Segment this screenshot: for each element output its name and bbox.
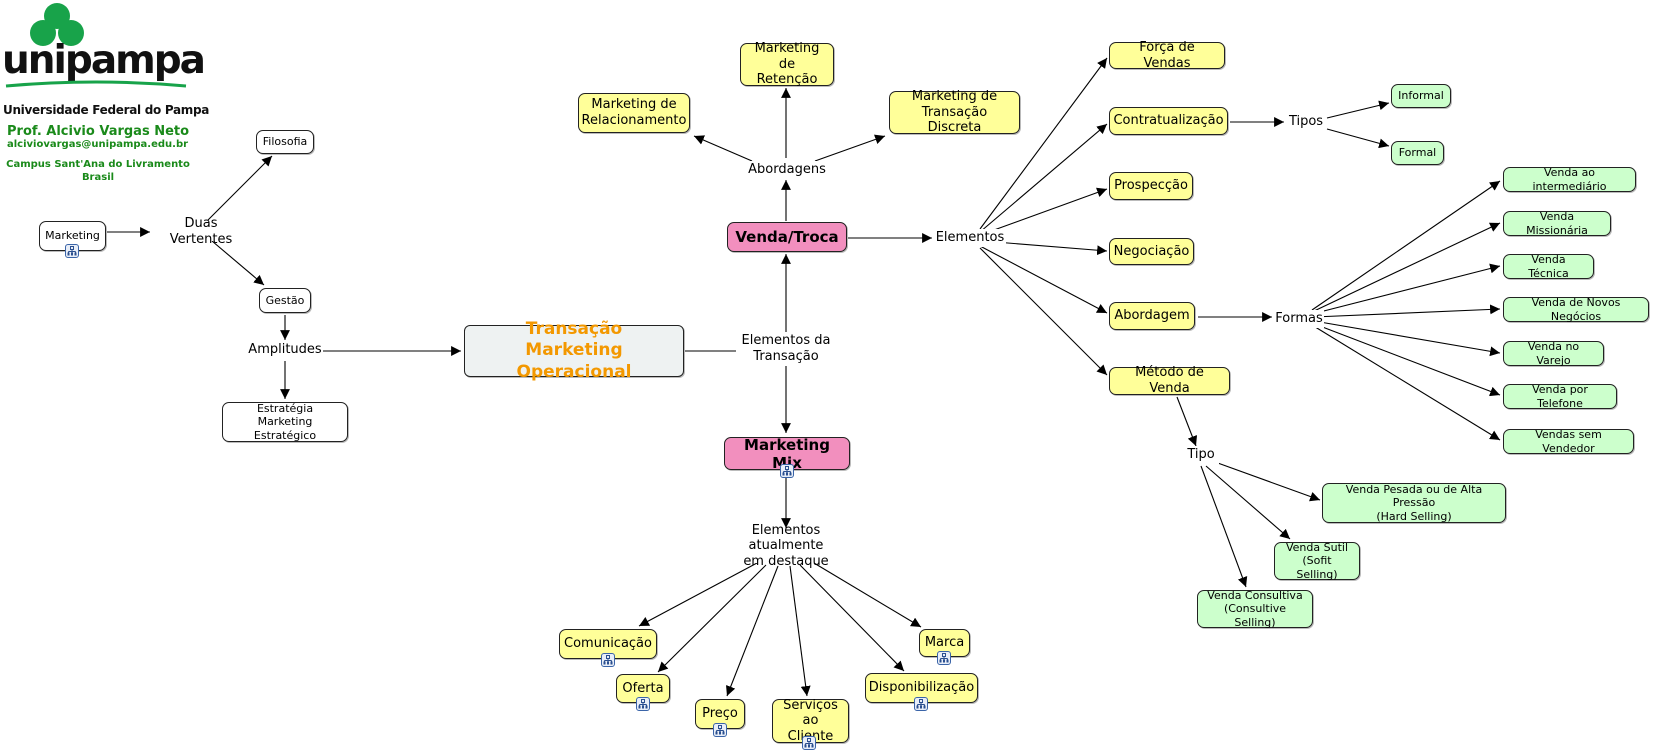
hierarchy-icon bbox=[715, 725, 725, 735]
node-venda-tecnica[interactable]: Venda Técnica bbox=[1503, 253, 1594, 280]
campus-info: Campus Sant'Ana do Livramento Brasil bbox=[0, 159, 196, 184]
node-venda-novos-negocios-label: Venda de Novos Negócios bbox=[1531, 296, 1621, 323]
node-mkt-relacionamento[interactable]: Marketing de Relacionamento bbox=[578, 93, 690, 133]
clover-logo-icon bbox=[30, 3, 84, 46]
hierarchy-icon bbox=[782, 466, 792, 476]
node-mkt-retencao[interactable]: Marketing de Retenção bbox=[740, 41, 834, 88]
campus-name: Campus Sant'Ana do Livramento bbox=[6, 159, 190, 170]
node-contratualizacao-label: Contratualização bbox=[1113, 113, 1224, 129]
node-venda-intermediario-label: Venda ao intermediário bbox=[1532, 166, 1607, 193]
node-disponibilizacao-label: Disponibilização bbox=[868, 680, 975, 696]
node-mkt-transacao-discreta-label: Marketing de Transação Discreta bbox=[911, 89, 998, 136]
node-venda-missionaria-label: Venda Missionária bbox=[1526, 210, 1588, 237]
node-venda-missionaria[interactable]: Venda Missionária bbox=[1503, 210, 1611, 237]
node-venda-consultiva[interactable]: Venda Consultiva (Consultive Selling) bbox=[1197, 589, 1313, 629]
logo-wordmark: unipampa bbox=[2, 38, 206, 83]
node-abordagens: Abordagens bbox=[745, 161, 829, 179]
node-informal[interactable]: Informal bbox=[1391, 84, 1451, 108]
hierarchy-icon bbox=[939, 653, 949, 663]
hierarchy-icon bbox=[638, 699, 648, 709]
node-tipos: Tipos bbox=[1286, 113, 1326, 131]
node-duas-vertentes: Duas Vertentes bbox=[152, 216, 250, 247]
node-abordagem[interactable]: Abordagem bbox=[1109, 302, 1195, 330]
node-venda-telefone-label: Venda por Telefone bbox=[1532, 383, 1588, 410]
node-filosofia-label: Filosofia bbox=[262, 135, 308, 149]
node-prospeccao[interactable]: Prospecção bbox=[1109, 172, 1193, 200]
hierarchy-icon bbox=[603, 655, 613, 665]
node-central-transacao[interactable]: Transação Marketing Operacional bbox=[464, 319, 684, 382]
node-venda-intermediario[interactable]: Venda ao intermediário bbox=[1503, 166, 1636, 193]
node-mkt-retencao-label: Marketing de Retenção bbox=[754, 41, 820, 88]
node-estrategia-label: Estratégia Marketing Estratégico bbox=[253, 402, 317, 442]
submap-icon[interactable] bbox=[65, 244, 79, 258]
node-tipo: Tipo bbox=[1183, 446, 1219, 464]
node-venda-troca[interactable]: Venda/Troca bbox=[727, 222, 847, 252]
node-metodo-venda[interactable]: Método de Venda bbox=[1109, 365, 1230, 396]
node-venda-troca-label: Venda/Troca bbox=[735, 228, 839, 246]
submap-icon[interactable] bbox=[601, 653, 615, 667]
node-oferta[interactable]: Oferta bbox=[616, 674, 670, 703]
hierarchy-icon bbox=[916, 699, 926, 709]
node-gestao-label: Gestão bbox=[265, 293, 305, 307]
node-gestao[interactable]: Gestão bbox=[259, 288, 311, 313]
node-formal-label: Formal bbox=[1398, 146, 1437, 160]
university-name: Universidade Federal do Pampa bbox=[3, 103, 210, 117]
node-venda-varejo-label: Venda no Varejo bbox=[1527, 340, 1580, 367]
node-venda-novos-negocios[interactable]: Venda de Novos Negócios bbox=[1503, 296, 1649, 323]
node-venda-consultiva-label: Venda Consultiva (Consultive Selling) bbox=[1207, 589, 1303, 629]
logo-swoosh-icon bbox=[5, 80, 187, 88]
hierarchy-icon bbox=[804, 738, 814, 748]
node-informal-label: Informal bbox=[1398, 89, 1444, 103]
node-marketing-mix-label: Marketing Mix bbox=[744, 435, 830, 472]
node-forca-vendas[interactable]: Força de Vendas bbox=[1109, 39, 1225, 71]
node-prospeccao-label: Prospecção bbox=[1114, 178, 1188, 194]
campus-country: Brasil bbox=[81, 171, 115, 183]
node-filosofia[interactable]: Filosofia bbox=[256, 130, 314, 154]
hierarchy-icon bbox=[67, 246, 77, 256]
node-marca-label: Marca bbox=[924, 635, 965, 651]
node-mkt-relacionamento-label: Marketing de Relacionamento bbox=[581, 97, 687, 128]
node-venda-telefone[interactable]: Venda por Telefone bbox=[1503, 383, 1617, 410]
node-estrategia[interactable]: Estratégia Marketing Estratégico bbox=[222, 402, 348, 442]
node-comunicacao-label: Comunicação bbox=[564, 636, 652, 652]
node-elementos-destaque: Elementos atualmente em destaque bbox=[712, 523, 860, 569]
submap-icon[interactable] bbox=[937, 651, 951, 665]
node-formal[interactable]: Formal bbox=[1391, 141, 1444, 165]
node-venda-pesada-label: Venda Pesada ou de Alta Pressão (Hard Se… bbox=[1345, 483, 1483, 523]
node-amplitudes: Amplitudes bbox=[247, 341, 323, 359]
node-central-label: Transação Marketing Operacional bbox=[516, 319, 632, 382]
professor-email[interactable]: alciviovargas@unipampa.edu.br bbox=[7, 139, 189, 150]
node-formas: Formas bbox=[1274, 310, 1324, 328]
node-vendas-sem-vendedor[interactable]: Vendas sem Vendedor bbox=[1503, 428, 1634, 455]
node-elementos: Elementos bbox=[934, 229, 1006, 247]
node-preco-label: Preço bbox=[702, 706, 738, 722]
node-negociacao[interactable]: Negociação bbox=[1109, 238, 1194, 265]
submap-icon[interactable] bbox=[713, 723, 727, 737]
node-venda-sutil-label: Venda Sutil (Sofit Selling) bbox=[1285, 541, 1348, 581]
node-elementos-transacao: Elementos da Transação bbox=[736, 332, 836, 366]
submap-icon[interactable] bbox=[780, 464, 794, 478]
node-oferta-label: Oferta bbox=[622, 680, 664, 696]
node-venda-tecnica-label: Venda Técnica bbox=[1528, 253, 1569, 280]
submap-icon[interactable] bbox=[914, 697, 928, 711]
node-venda-sutil[interactable]: Venda Sutil (Sofit Selling) bbox=[1274, 541, 1360, 581]
submap-icon[interactable] bbox=[802, 736, 816, 750]
node-marketing-label: Marketing bbox=[45, 229, 100, 243]
node-forca-vendas-label: Força de Vendas bbox=[1139, 39, 1195, 71]
node-negociacao-label: Negociação bbox=[1113, 243, 1190, 259]
node-venda-pesada[interactable]: Venda Pesada ou de Alta Pressão (Hard Se… bbox=[1322, 483, 1506, 523]
node-vendas-sem-vendedor-label: Vendas sem Vendedor bbox=[1535, 428, 1602, 455]
node-metodo-venda-label: Método de Venda bbox=[1135, 365, 1204, 396]
submap-icon[interactable] bbox=[636, 697, 650, 711]
node-contratualizacao[interactable]: Contratualização bbox=[1109, 107, 1228, 135]
node-mkt-transacao-discreta[interactable]: Marketing de Transação Discreta bbox=[889, 89, 1020, 136]
node-abordagem-label: Abordagem bbox=[1114, 308, 1190, 324]
node-venda-varejo[interactable]: Venda no Varejo bbox=[1503, 340, 1604, 367]
professor-name: Prof. Alcivio Vargas Neto bbox=[7, 124, 190, 139]
